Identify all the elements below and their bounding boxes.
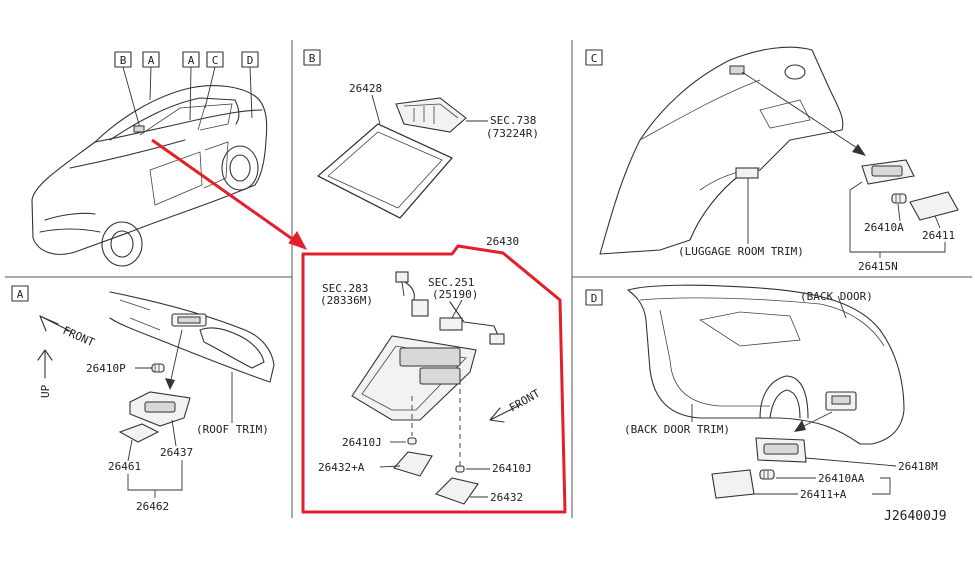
part-26410j-1: 26410J xyxy=(342,436,382,449)
marker-d[interactable]: D xyxy=(241,51,259,68)
lamp-housing-26437 xyxy=(129,391,191,427)
bulb-icon-26410p xyxy=(151,363,165,373)
panel-dividers xyxy=(5,40,972,518)
marker-c[interactable]: C xyxy=(206,51,224,68)
car-illustration xyxy=(31,85,268,267)
back-door-lamp-housing xyxy=(755,437,807,463)
sec-738-sub: (73224R) xyxy=(486,127,539,140)
bulb-icon-26410j-left xyxy=(407,437,417,445)
svg-text:D: D xyxy=(247,54,254,67)
front-arrow-icon xyxy=(39,315,73,333)
bulb-icon-26410j-right xyxy=(455,465,465,473)
lens-26411 xyxy=(909,191,959,221)
panel-b-letter-box: B xyxy=(303,49,321,66)
roof-trim-label: (ROOF TRIM) xyxy=(196,423,269,436)
part-26462: 26462 xyxy=(136,500,169,513)
diagram-id: J26400J9 xyxy=(884,509,947,524)
part-26428: 26428 xyxy=(349,82,382,95)
part-26432: 26432 xyxy=(490,491,523,504)
back-door-illustration xyxy=(627,284,905,445)
overview-panel: B A A C D xyxy=(31,51,268,267)
panel-c: C (LUGGAGE ROOM TRIM) xyxy=(585,46,959,273)
luggage-lamp-housing xyxy=(861,159,915,185)
marker-a-2[interactable]: A xyxy=(182,51,200,68)
part-26410aa: 26410AA xyxy=(818,472,865,485)
back-door-label: (BACK DOOR) xyxy=(800,290,873,303)
sec-738: SEC.738 xyxy=(490,114,536,127)
part-26411a: 26411+A xyxy=(800,488,847,501)
lens-26411a xyxy=(711,469,755,499)
lens-26432a xyxy=(393,451,433,477)
svg-text:A: A xyxy=(148,54,155,67)
lens-26461 xyxy=(118,423,160,443)
roof-trim-illustration xyxy=(109,291,275,383)
part-26410p: 26410P xyxy=(86,362,126,375)
part-26415n: 26415N xyxy=(858,260,898,273)
svg-text:D: D xyxy=(591,292,598,305)
svg-text:B: B xyxy=(309,52,316,65)
luggage-trim-label: (LUGGAGE ROOM TRIM) xyxy=(678,245,804,258)
part-26411: 26411 xyxy=(922,229,955,242)
svg-text:C: C xyxy=(591,52,598,65)
part-26437: 26437 xyxy=(160,446,193,459)
part-26461: 26461 xyxy=(108,460,141,473)
map-lamp-body xyxy=(351,335,477,421)
up-arrow-icon xyxy=(37,349,53,379)
svg-text:C: C xyxy=(212,54,219,67)
bulb-icon-26410aa xyxy=(759,469,775,480)
part-26432a: 26432+A xyxy=(318,461,365,474)
wire-connectors xyxy=(395,271,505,345)
lens-26432 xyxy=(434,477,479,505)
panel-d: D (BACK DOOR) (BACK DOOR TRIM) xyxy=(585,284,938,501)
part-26430: 26430 xyxy=(486,235,519,248)
front-arrow-icon-b xyxy=(489,404,521,423)
svg-text:A: A xyxy=(188,54,195,67)
svg-text:A: A xyxy=(17,288,24,301)
sec-251: SEC.251 xyxy=(428,276,474,289)
sec-283: SEC.283 xyxy=(322,282,368,295)
panel-d-letter-box: D xyxy=(585,289,603,306)
part-26418m: 26418M xyxy=(898,460,938,473)
svg-text:B: B xyxy=(120,54,127,67)
panel-a: A FRONT UP xyxy=(11,285,275,513)
part-26410a: 26410A xyxy=(864,221,904,234)
bulb-icon-26410a xyxy=(891,193,907,204)
back-door-trim-label: (BACK DOOR TRIM) xyxy=(624,423,730,436)
marker-b[interactable]: B xyxy=(114,51,132,68)
front-label-b: FRONT xyxy=(507,387,543,415)
panel-b: B 26428 SEC.738 (73224R) 26430 SEC.283 (… xyxy=(303,49,543,505)
highlight-callout xyxy=(151,138,567,514)
sec-251-sub: (25190) xyxy=(432,288,478,301)
sec-283-sub: (28336M) xyxy=(320,294,373,307)
part-26410j-2: 26410J xyxy=(492,462,532,475)
panel-c-letter-box: C xyxy=(585,49,603,66)
frame-26428 xyxy=(317,123,453,219)
panel-a-letter-box: A xyxy=(11,285,29,302)
front-label: FRONT xyxy=(61,324,97,349)
marker-a-1[interactable]: A xyxy=(142,51,160,68)
up-label: UP xyxy=(39,384,52,398)
luggage-trim-illustration xyxy=(599,46,844,255)
connector-sec738 xyxy=(395,97,467,133)
